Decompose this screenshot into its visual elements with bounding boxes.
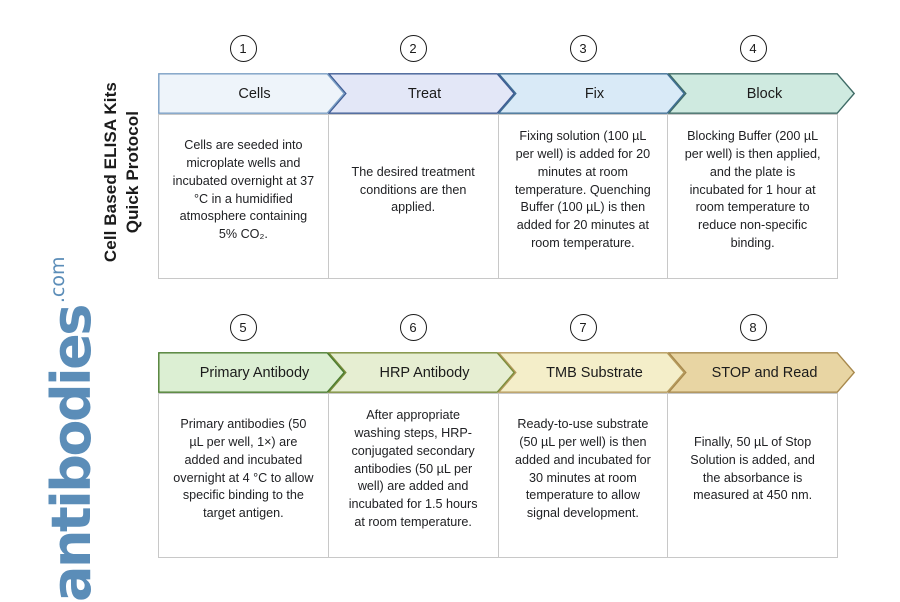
description-cell-6: After appropriate washing steps, HRP-con… <box>329 394 499 557</box>
step-number-strip: 1 2 3 4 <box>158 30 838 66</box>
step-number-badge-5: 5 <box>229 313 257 341</box>
chevron-label: Fix <box>584 85 605 102</box>
step-number-badge-1: 1 <box>229 34 257 62</box>
description-cell-1: Cells are seeded into microplate wells a… <box>159 115 329 278</box>
step-number-badge-6: 6 <box>399 313 427 341</box>
page-title: Cell Based ELISA Kits Quick Protocol <box>100 22 144 322</box>
chevron-header-strip: Cells Treat Fix Block <box>158 73 855 114</box>
chevron-shape <box>668 73 855 114</box>
chevron-label: Primary Antibody <box>199 364 310 381</box>
description-cell-5: Primary antibodies (50 µL per well, 1×) … <box>159 394 329 557</box>
description-cell-8: Finally, 50 µL of Stop Solution is added… <box>668 394 837 557</box>
step-number-strip: 5 6 7 8 <box>158 309 838 345</box>
description-cell-3: Fixing solution (100 µL per well) is add… <box>499 115 669 278</box>
logo-tld: .com <box>47 256 69 304</box>
chevron-label: TMB Substrate <box>546 364 643 381</box>
chevron-shape <box>498 73 685 114</box>
chevron-step-1[interactable]: Cells <box>158 73 345 114</box>
chevron-label: Treat <box>407 85 442 102</box>
description-cell-2: The desired treatment conditions are the… <box>329 115 499 278</box>
chevron-label: Block <box>746 85 783 102</box>
step-number-cell: 7 <box>498 309 668 345</box>
step-number-cell: 1 <box>158 30 328 66</box>
chevron-step-7[interactable]: TMB Substrate <box>498 352 685 393</box>
step-number-badge-3: 3 <box>569 34 597 62</box>
chevron-shape <box>328 352 515 393</box>
brand-rail: Cell Based ELISA Kits Quick Protocol ant… <box>0 0 155 602</box>
step-number-cell: 6 <box>328 309 498 345</box>
description-strip: Cells are seeded into microplate wells a… <box>158 114 838 279</box>
description-cell-7: Ready-to-use substrate (50 µL per well) … <box>499 394 669 557</box>
chevron-header-strip: Primary Antibody HRP Antibody TMB Substrat… <box>158 352 855 393</box>
step-number-badge-2: 2 <box>399 34 427 62</box>
chevron-step-5[interactable]: Primary Antibody <box>158 352 345 393</box>
chevron-shape <box>498 352 685 393</box>
step-description: Ready-to-use substrate (50 µL per well) … <box>514 416 651 521</box>
step-description: Finally, 50 µL of Stop Solution is added… <box>690 434 815 503</box>
chevron-label: Cells <box>238 85 271 102</box>
description-strip: Primary antibodies (50 µL per well, 1×) … <box>158 393 838 558</box>
step-description: The desired treatment conditions are the… <box>351 164 475 215</box>
step-number-cell: 5 <box>158 309 328 345</box>
step-description: Fixing solution (100 µL per well) is add… <box>514 128 651 251</box>
antibodies-logo: antibodies.com <box>40 256 103 602</box>
chevron-step-3[interactable]: Fix <box>498 73 685 114</box>
step-number-badge-7: 7 <box>569 313 597 341</box>
chevron-label: STOP and Read <box>711 364 818 381</box>
step-number-badge-8: 8 <box>739 313 767 341</box>
chevron-step-6[interactable]: HRP Antibody <box>328 352 515 393</box>
step-number-cell: 4 <box>668 30 838 66</box>
chevron-shape <box>158 73 345 114</box>
page-title-line-2: Quick Protocol <box>123 110 142 234</box>
chevron-shape <box>668 352 855 393</box>
step-description: Primary antibodies (50 µL per well, 1×) … <box>173 416 314 521</box>
step-description: After appropriate washing steps, HRP-con… <box>348 407 478 530</box>
chevron-shape <box>158 352 345 393</box>
step-description: Blocking Buffer (200 µL per well) is the… <box>684 128 821 251</box>
chevron-label: HRP Antibody <box>379 364 470 381</box>
step-description: Cells are seeded into microplate wells a… <box>172 137 315 242</box>
step-number-cell: 8 <box>668 309 838 345</box>
description-cell-4: Blocking Buffer (200 µL per well) is the… <box>668 115 837 278</box>
chevron-step-4[interactable]: Block <box>668 73 855 114</box>
chevron-step-2[interactable]: Treat <box>328 73 515 114</box>
step-number-badge-4: 4 <box>739 34 767 62</box>
step-number-cell: 3 <box>498 30 668 66</box>
chevron-step-8[interactable]: STOP and Read <box>668 352 855 393</box>
chevron-shape <box>328 73 515 114</box>
page-title-line-1: Cell Based ELISA Kits <box>100 82 120 263</box>
logo-wordmark: antibodies <box>40 306 103 602</box>
step-number-cell: 2 <box>328 30 498 66</box>
